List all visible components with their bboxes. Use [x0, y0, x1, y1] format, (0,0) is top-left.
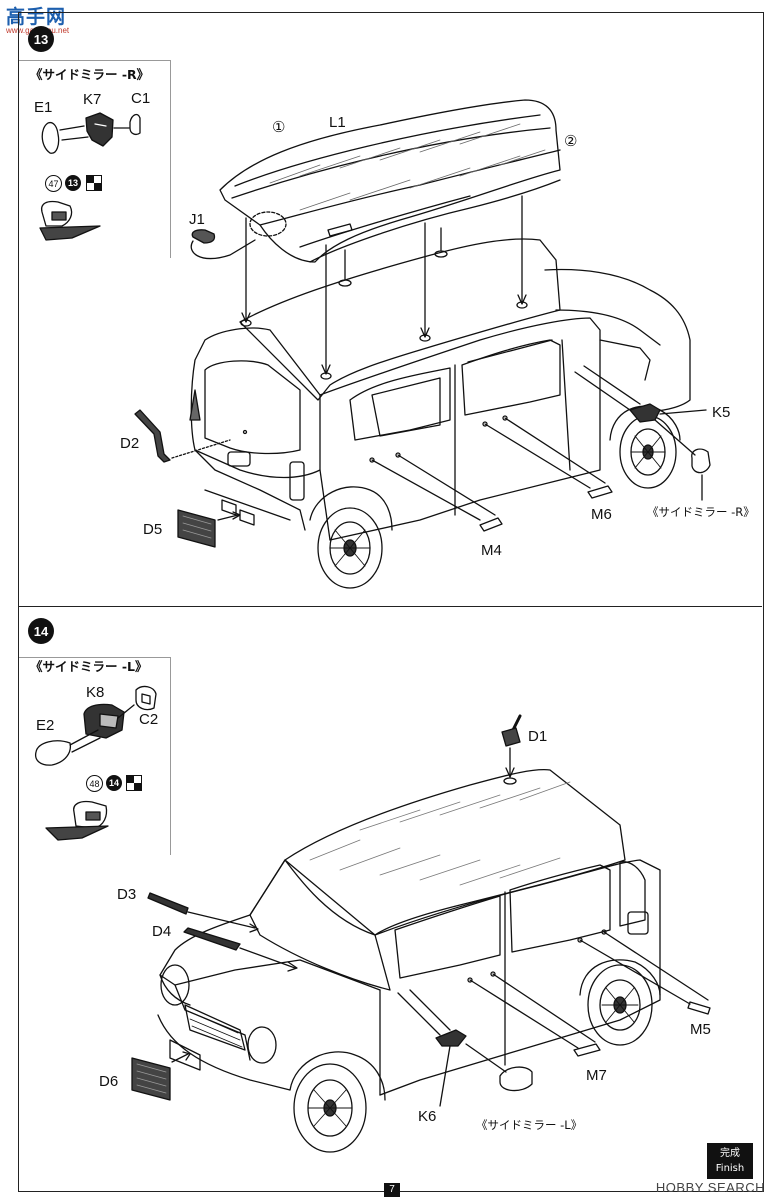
wiper-d3-icon	[147, 892, 189, 915]
part-label-rail-1: ①	[272, 119, 286, 136]
step-ref-13: 13	[65, 175, 81, 191]
part-label-m7: M7	[586, 1067, 607, 1084]
checker-flag-icon	[126, 775, 142, 791]
step14-number-badge: 14	[28, 618, 54, 644]
part-label-d6: D6	[99, 1073, 119, 1090]
mirror-assembled-r-icon	[39, 200, 101, 241]
door-handle-m4-icon	[479, 517, 503, 532]
step14-inset-box	[19, 657, 171, 855]
step-ref-13-text: 13	[67, 178, 78, 188]
license-plate-d5-icon	[177, 509, 216, 548]
mirror-cover-c1-icon	[129, 113, 141, 135]
step14-inset-title: 《サイドミラー -L》	[30, 659, 148, 674]
paint-code-47-text: 47	[48, 178, 59, 189]
step13-inset-box	[19, 60, 171, 258]
door-handle-m5-icon	[687, 1001, 711, 1015]
part-label-d2: D2	[120, 435, 140, 452]
mirror-base-k6-icon	[435, 1029, 467, 1047]
part-label-rail-2: ②	[564, 133, 578, 150]
part-label-m4: M4	[481, 542, 502, 559]
part-label-l1: L1	[329, 114, 346, 131]
finish-badge-line2: Finish	[715, 1163, 745, 1174]
part-label-c1: C1	[131, 90, 151, 107]
page-number: 7	[384, 1183, 400, 1197]
part-label-m6: M6	[591, 506, 612, 523]
mirror-assembled-l-icon	[45, 800, 109, 841]
mirror-cover-c2-icon	[135, 685, 157, 711]
mirror-glass-e2-icon	[34, 740, 72, 766]
part-label-d5: D5	[143, 521, 163, 538]
license-plate-d6-icon	[131, 1057, 171, 1101]
part-label-d3: D3	[117, 886, 137, 903]
paint-code-48: 48	[86, 775, 103, 792]
part-label-e2: E2	[36, 717, 55, 734]
roof-panel-l1-icon	[219, 99, 561, 263]
step-ref-14-text: 14	[108, 778, 119, 788]
part-label-m5: M5	[690, 1021, 711, 1038]
mirror-housing-k8-icon	[83, 703, 125, 739]
mirror-glass-r-icon	[691, 448, 711, 474]
paint-code-48-text: 48	[89, 778, 100, 789]
step13-number-badge: 13	[28, 26, 54, 52]
source-watermark: HOBBY SEARCH	[655, 1180, 765, 1195]
step14-mirror-note: 《サイドミラー -L》	[476, 1118, 583, 1132]
part-label-j1: J1	[189, 211, 205, 228]
step13-number: 13	[33, 31, 49, 47]
car-body-rear-view-icon	[189, 238, 691, 589]
step-divider	[18, 606, 762, 607]
checker-flag-icon	[86, 175, 102, 191]
part-label-k7: K7	[83, 91, 102, 108]
door-handle-m7-icon	[573, 1043, 601, 1057]
part-label-k5: K5	[712, 404, 731, 421]
antenna-d1-icon	[501, 714, 522, 747]
step13-mirror-note: 《サイドミラー -R》	[647, 505, 755, 519]
finish-badge: 完成 Finish	[707, 1143, 753, 1179]
part-label-d4: D4	[152, 923, 172, 940]
mirror-housing-k7-icon	[85, 112, 114, 147]
rear-wiper-d2-icon	[134, 409, 171, 463]
car-body-front-view-icon	[157, 768, 661, 1153]
finish-badge-line1: 完成	[720, 1148, 740, 1159]
part-label-d1: D1	[528, 728, 548, 745]
step13-inset-title: 《サイドミラー -R》	[30, 67, 150, 82]
wiper-d4-icon	[183, 927, 241, 951]
part-label-e1: E1	[34, 99, 53, 116]
part-j1-icon	[191, 229, 216, 244]
paint-code-47: 47	[45, 175, 62, 192]
part-label-k8: K8	[86, 684, 105, 701]
mirror-glass-l-icon	[499, 1066, 533, 1092]
mirror-base-k5-icon	[629, 403, 661, 423]
door-handle-m6-icon	[587, 485, 613, 499]
step-ref-14: 14	[106, 775, 122, 791]
part-label-k6: K6	[418, 1108, 437, 1125]
step14-number: 14	[33, 623, 49, 639]
mirror-glass-e1-icon	[41, 121, 60, 154]
part-label-c2: C2	[139, 711, 159, 728]
